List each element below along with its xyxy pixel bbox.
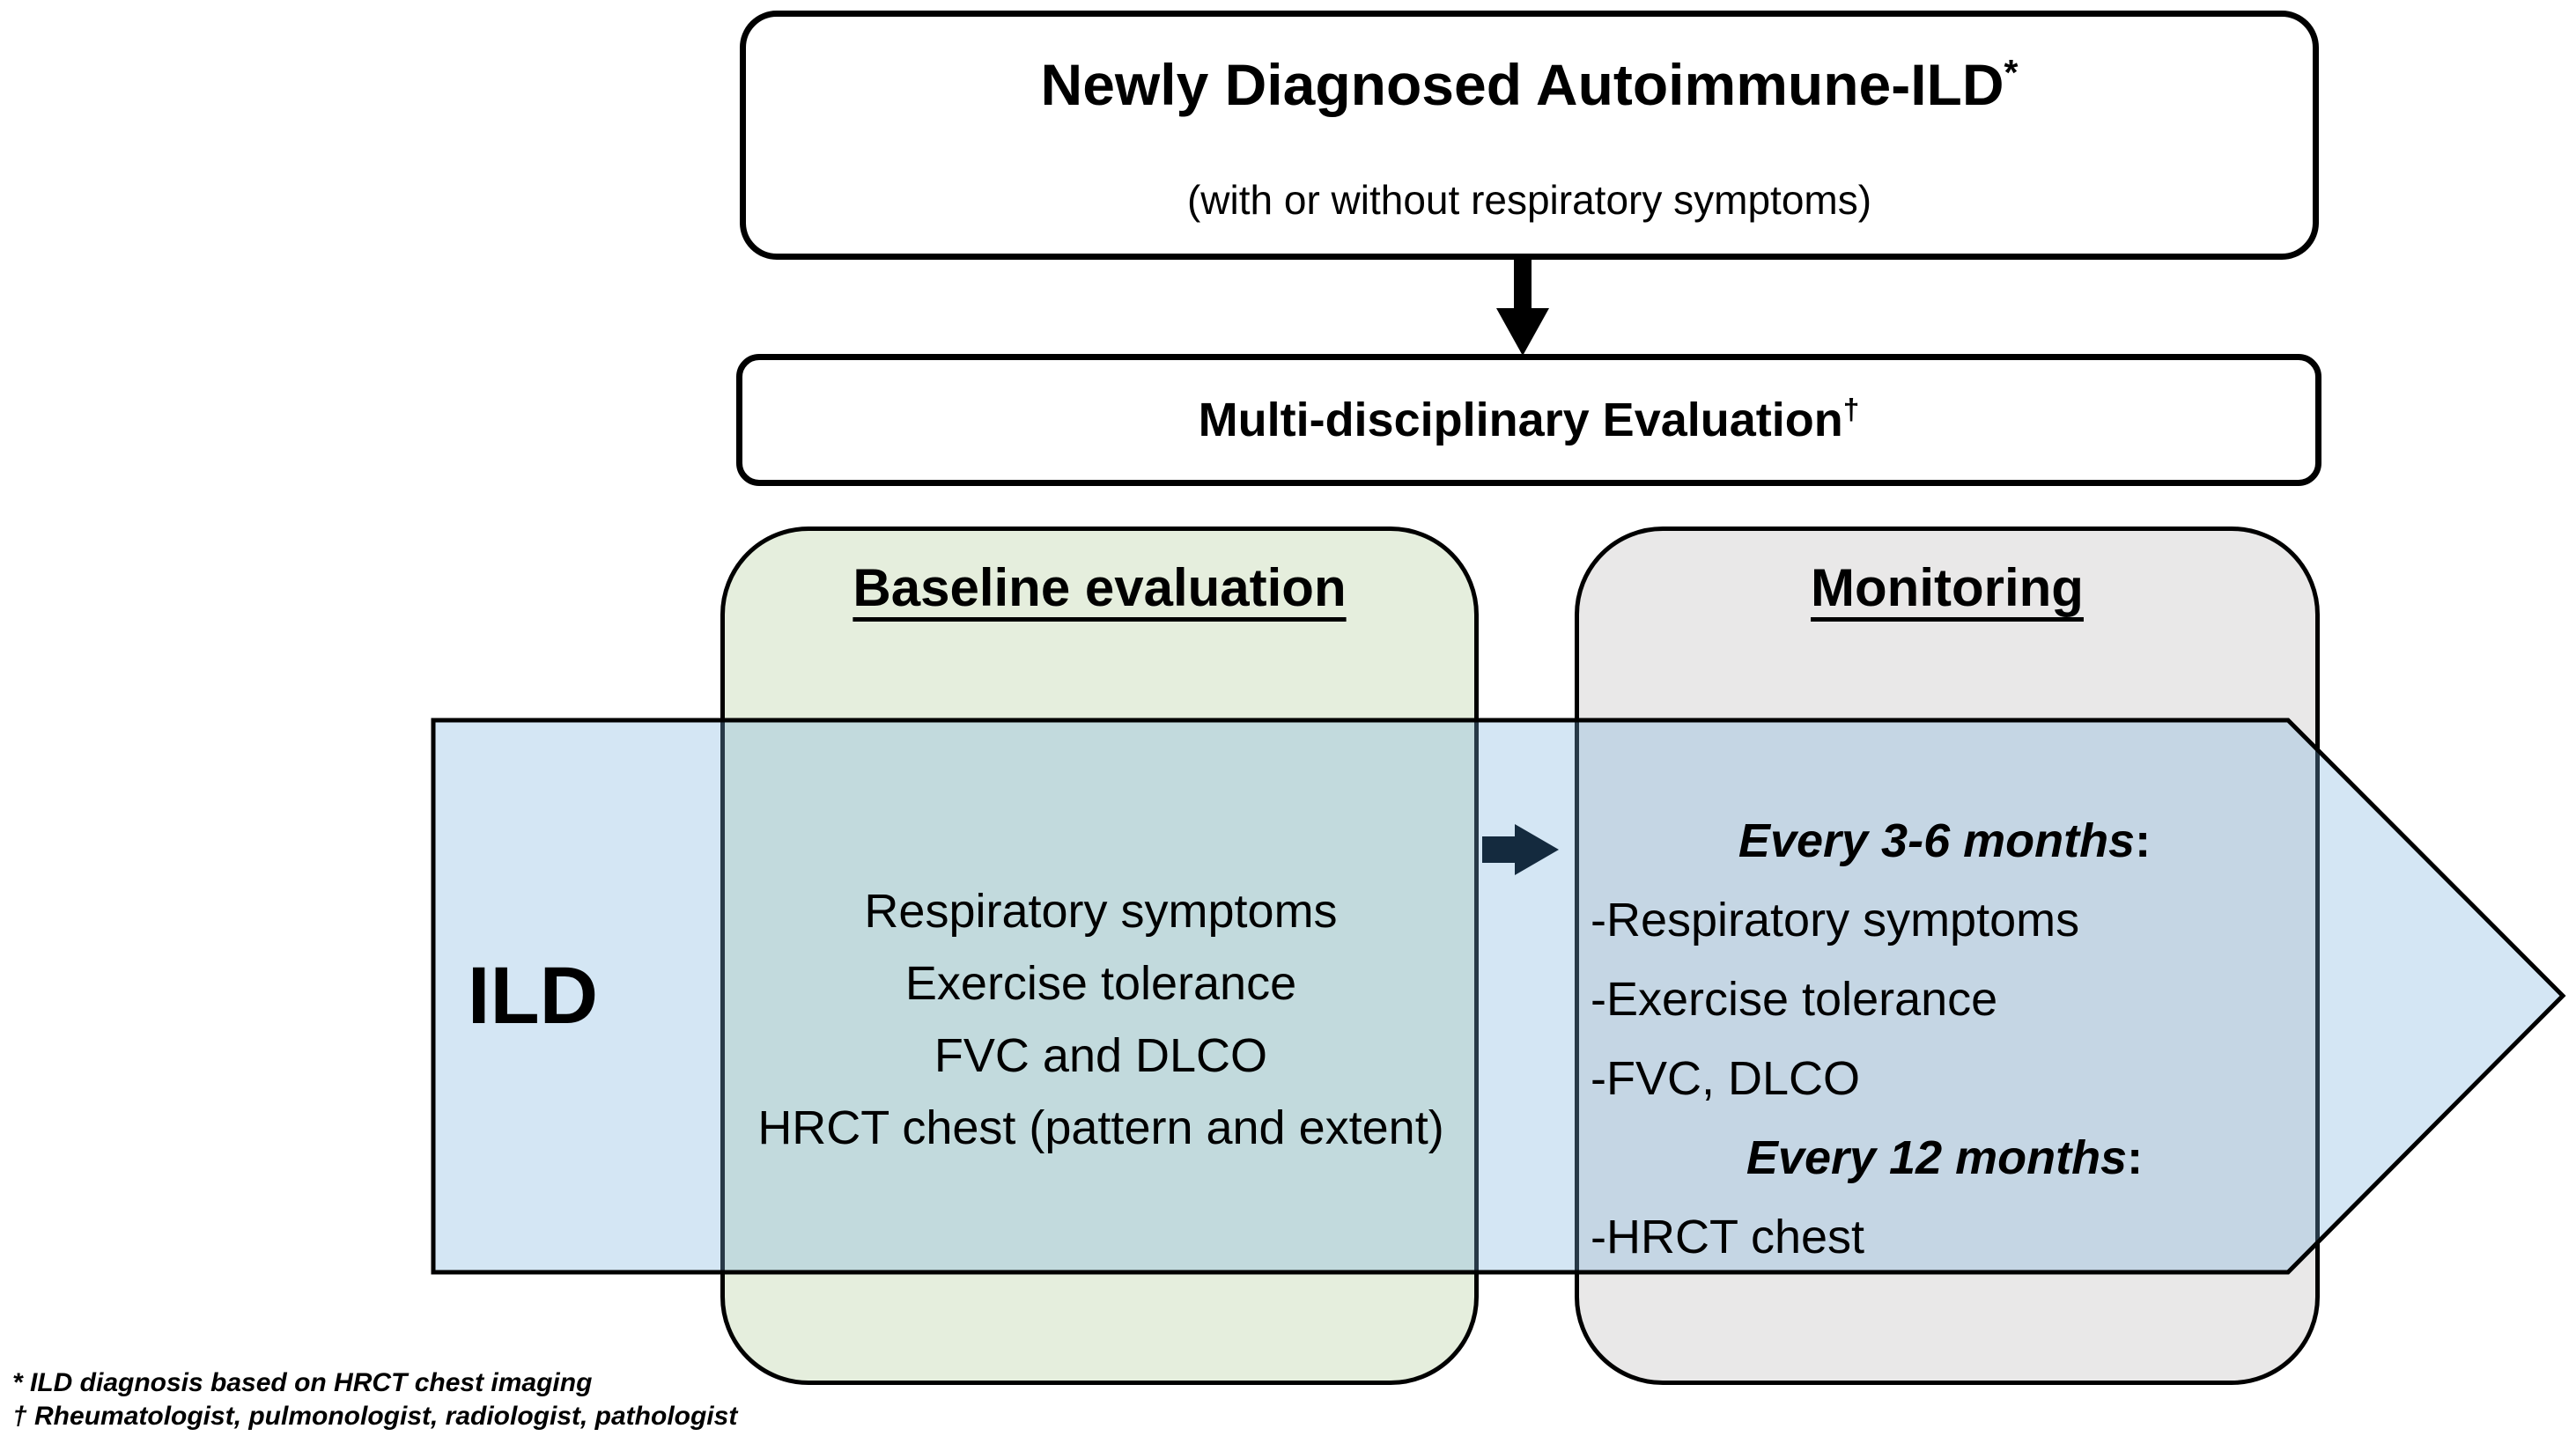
line-text: -FVC, DLCO <box>1591 1052 1861 1105</box>
ild-label: ILD <box>467 951 599 1041</box>
footnotes: * ILD diagnosis based on HRCT chest imag… <box>12 1366 737 1433</box>
monitoring-items: Every 3-6 months: -Respiratory symptoms -E… <box>1583 801 2306 1277</box>
list-line: -Respiratory symptoms <box>1583 880 2306 960</box>
newly-diagnosed-box: Newly Diagnosed Autoimmune-ILD* (with or… <box>740 11 2319 260</box>
list-line: -FVC, DLCO <box>1583 1039 2306 1118</box>
footnote-line: * ILD diagnosis based on HRCT chest imag… <box>12 1368 593 1397</box>
multidisciplinary-evaluation-box: Multi-disciplinary Evaluation† <box>736 354 2321 486</box>
evaluation-box-title: Multi-disciplinary Evaluation† <box>1199 392 1860 448</box>
top-box-title: Newly Diagnosed Autoimmune-ILD* <box>746 47 2313 122</box>
list-line: FVC and DLCO <box>934 1029 1268 1082</box>
right-arrow-icon <box>1482 824 1559 875</box>
list-line: -HRCT chest <box>1583 1197 2306 1277</box>
asterisk-marker: * <box>2004 52 2019 92</box>
list-line: HRCT chest (pattern and extent) <box>757 1101 1444 1154</box>
line-suffix: : <box>2127 1131 2144 1184</box>
top-box-subtitle: (with or without respiratory symptoms) <box>1186 177 1872 223</box>
down-arrow-icon <box>1496 260 1549 356</box>
footnote-line: † Rheumatologist, pulmonologist, radiolo… <box>12 1402 738 1431</box>
line-text: -Exercise tolerance <box>1591 973 1998 1026</box>
list-line: Every 3-6 months: <box>1583 801 2306 880</box>
list-line: Every 12 months: <box>1583 1118 2306 1197</box>
line-text: -HRCT chest <box>1591 1211 1865 1263</box>
list-line: Exercise tolerance <box>904 957 1297 1010</box>
list-line: -Exercise tolerance <box>1583 960 2306 1039</box>
line-text: Every 12 months <box>1746 1131 2128 1184</box>
top-box-title-text: Newly Diagnosed Autoimmune-ILD <box>1040 52 2004 117</box>
monitoring-header: Monitoring <box>1811 558 2084 617</box>
baseline-header: Baseline evaluation <box>853 558 1347 617</box>
line-suffix: : <box>2135 814 2152 867</box>
dagger-marker: † <box>1842 394 1860 426</box>
evaluation-title-text: Multi-disciplinary Evaluation <box>1198 394 1843 446</box>
line-text: -Respiratory symptoms <box>1591 894 2080 946</box>
list-line: Respiratory symptoms <box>864 885 1338 938</box>
line-text: Every 3-6 months <box>1738 814 2136 867</box>
